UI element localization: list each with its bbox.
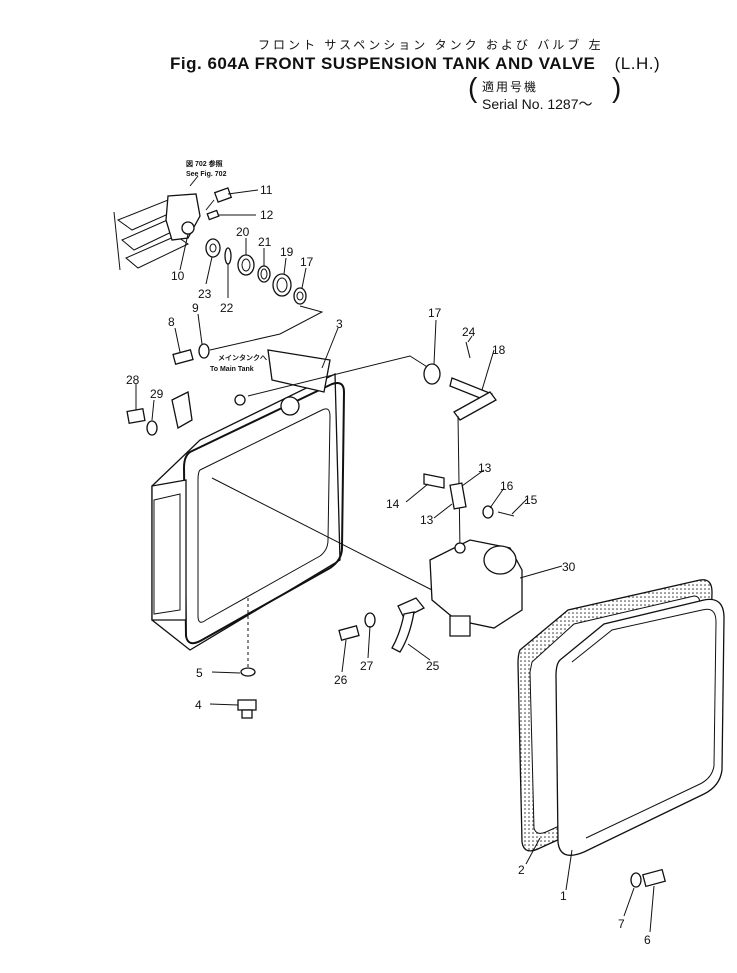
washer-5 [240,667,256,677]
ring-22 [224,247,232,265]
callout-18: 18 [492,343,506,357]
callout-17a: 17 [300,255,314,269]
pipe-25 [391,597,426,653]
callout-15: 15 [524,493,538,507]
side-label: (L.H.) [614,54,661,73]
callout-22: 22 [220,301,234,315]
washer-29 [146,420,158,436]
callout-4: 4 [195,698,202,712]
callout-29: 29 [150,387,164,401]
figure-title-text: Fig. 604A FRONT SUSPENSION TANK AND VALV… [170,54,596,73]
bushing-17b [423,363,441,385]
link-13 [449,482,467,510]
callout-25: 25 [426,659,440,673]
serial-number: Serial No. 1287～ [482,96,593,112]
callout-13a: 13 [478,461,492,475]
callout-28: 28 [126,373,140,387]
washer-16 [482,505,494,519]
callout-2: 2 [518,863,525,877]
serial-japanese: 適用号機 [482,80,539,94]
main-tank-jp-note: メインタンクへ [218,353,267,362]
leader-lines [135,189,655,933]
callout-14: 14 [386,497,400,511]
callout-8: 8 [168,315,175,329]
bearing-19 [272,273,292,297]
valve-30 [429,539,523,637]
bushing-17a [293,287,307,305]
serial-right-paren: ) [612,72,622,103]
cotter-15 [497,511,515,517]
callout-7: 7 [618,917,625,931]
washer-7 [630,872,642,888]
callout-16: 16 [500,479,514,493]
ring-21 [257,265,271,283]
pin-24 [465,341,471,359]
callout-5: 5 [196,666,203,680]
callout-19: 19 [280,245,294,259]
seal-23 [205,238,221,258]
callout-20: 20 [236,225,250,239]
tank-3 [151,349,346,651]
hose-assembly [113,175,201,271]
see-fig-note: See Fig. 702 [186,171,227,178]
callout-10: 10 [171,269,185,283]
bolt-11 [205,187,233,211]
serial-left-paren: ( [468,72,478,103]
callout-26: 26 [334,673,348,687]
main-tank-note: To Main Tank [210,366,254,373]
figure-title: Fig. 604A FRONT SUSPENSION TANK AND VALV… [170,54,660,74]
callout-12: 12 [260,208,274,222]
pin-14 [423,473,445,489]
see-fig-jp-note: 図 702 参照 [186,159,223,168]
callout-30: 30 [562,560,576,574]
japanese-title: フロント サスペンション タンク および バルブ 左 [258,38,604,52]
callout-13b: 13 [420,513,434,527]
bolt-8 [172,349,194,365]
callout-labels: 1 2 3 4 5 6 7 8 9 10 11 12 13 13 14 15 1… [126,183,651,947]
callout-9: 9 [192,301,199,315]
washer-9 [198,343,210,359]
plug-4 [237,699,257,719]
washer-27 [364,612,376,628]
cover-1 [555,598,725,856]
callout-21: 21 [258,235,272,249]
callout-6: 6 [644,933,651,947]
bolt-6 [641,868,667,888]
callout-1: 1 [560,889,567,903]
callout-11: 11 [260,183,273,197]
bolt-28 [126,407,146,425]
seal-20 [237,254,255,276]
bolt-26 [338,625,360,641]
callout-27: 27 [360,659,374,673]
callout-24: 24 [462,325,476,339]
callout-23: 23 [198,287,212,301]
callout-3: 3 [336,317,343,331]
pin-12 [206,209,220,221]
callout-17b: 17 [428,306,442,320]
